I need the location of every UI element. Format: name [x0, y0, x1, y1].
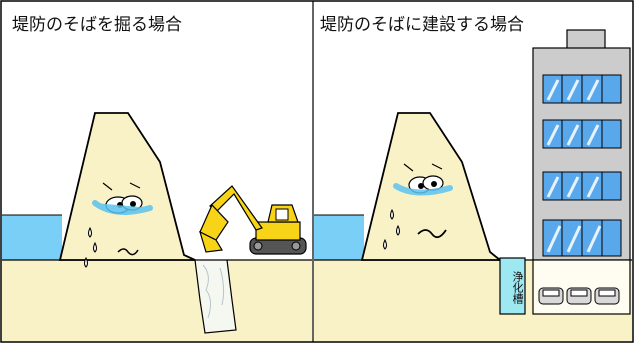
car-icon	[538, 287, 620, 305]
septic-tank-label: 浄化槽	[511, 270, 524, 304]
tear-icon	[92, 200, 153, 215]
levee-face-right	[383, 163, 453, 250]
river-right	[314, 215, 364, 260]
excavator-icon	[199, 185, 307, 255]
river-left	[2, 215, 62, 260]
tear-icon	[393, 183, 453, 196]
excavation-pit	[194, 259, 237, 334]
left-panel-caption: 堤防のそばを掘る場合	[10, 14, 184, 36]
left-panel	[2, 112, 312, 341]
septic-tank	[499, 257, 526, 315]
building	[532, 29, 631, 315]
ground-left	[2, 260, 312, 341]
water-seep	[202, 264, 225, 319]
right-panel-caption: 堤防のそばに建設する場合	[318, 14, 526, 36]
underground-parking	[532, 259, 631, 315]
levee-face-left	[84, 182, 153, 268]
right-panel	[314, 29, 632, 341]
